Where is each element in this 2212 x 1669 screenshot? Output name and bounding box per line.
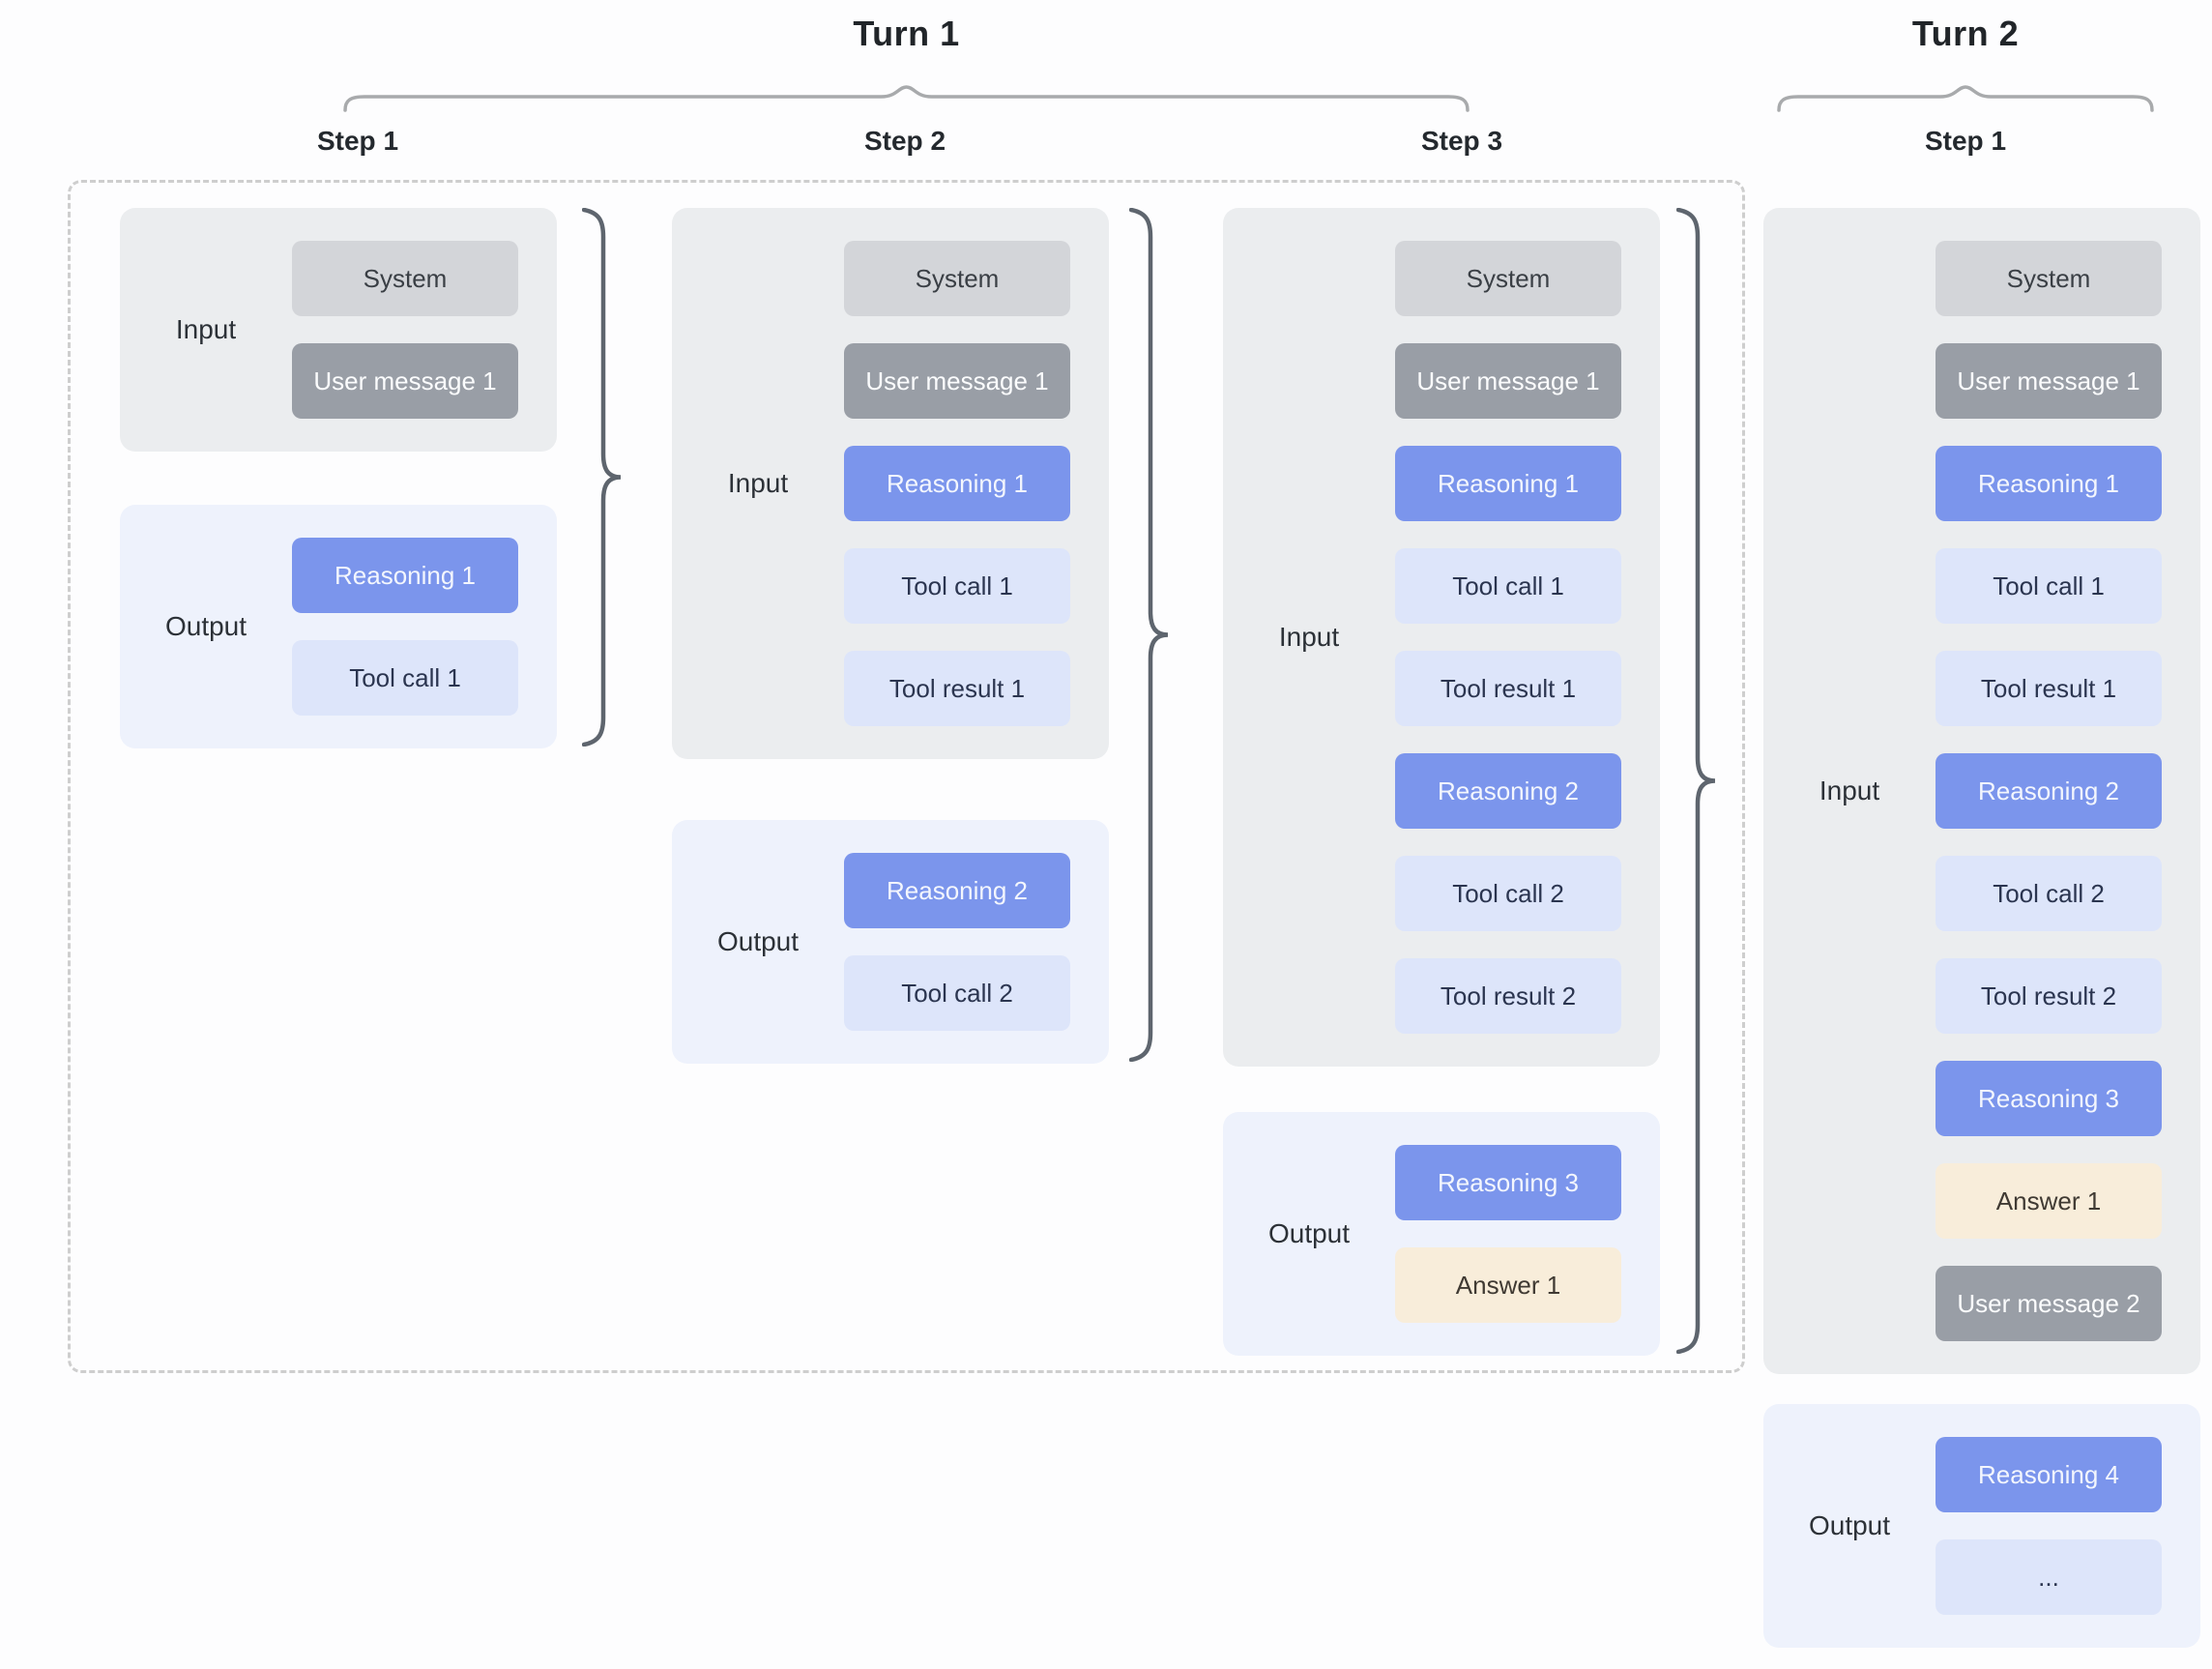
chip-system: System [1936,241,2162,316]
step1-carry-brace-icon [582,208,622,747]
chip-reasoning-1: Reasoning 1 [292,538,518,613]
chip-reasoning-2: Reasoning 2 [1936,753,2162,829]
chip-tool-call-2: Tool call 2 [1395,856,1621,931]
output-label: Output [164,611,247,641]
output-chip-stack: Reasoning 1 Tool call 1 [292,538,518,716]
chip-user-message-2: User message 2 [1936,1266,2162,1341]
turn1-span-brace-icon [343,85,1470,112]
chip-reasoning-2: Reasoning 2 [844,853,1070,928]
step-label: Step 2 [863,126,946,156]
step-label: Step 1 [316,126,399,156]
turn1-boundary [68,180,1745,1373]
chip-tool-call-1: Tool call 1 [844,548,1070,624]
input-label: Input [175,314,237,344]
turn2-span-brace-icon [1777,85,2154,112]
chip-system: System [292,241,518,316]
step-label: Step 3 [1420,126,1503,156]
chip-reasoning-4: Reasoning 4 [1936,1437,2162,1512]
chip-tool-call-1: Tool call 1 [1395,548,1621,624]
turn2-title: Turn 2 [1911,14,2020,53]
step-output-panel: Output Reasoning 1 Tool call 1 [120,505,557,748]
chip-tool-result-1: Tool result 1 [844,651,1070,726]
chip-reasoning-2: Reasoning 2 [1395,753,1621,829]
chip-user-message-1: User message 1 [292,343,518,419]
step3-carry-brace-icon [1676,208,1716,1354]
input-label: Input [1819,776,1880,805]
output-label: Output [716,926,800,956]
chip-user-message-1: User message 1 [844,343,1070,419]
output-label: Output [1267,1218,1351,1248]
chip-user-message-1: User message 1 [1936,343,2162,419]
chip-reasoning-1: Reasoning 1 [1936,446,2162,521]
chip-tool-call-2: Tool call 2 [1936,856,2162,931]
chip-reasoning-3: Reasoning 3 [1395,1145,1621,1220]
output-chip-stack: Reasoning 3 Answer 1 [1395,1145,1621,1323]
input-label: Input [727,468,789,498]
output-chip-stack: Reasoning 4... [1936,1437,2162,1615]
chip-reasoning-3: Reasoning 3 [1936,1061,2162,1136]
chip-reasoning-1: Reasoning 1 [1395,446,1621,521]
chip-tool-result-2: Tool result 2 [1395,958,1621,1034]
output-label: Output [1808,1510,1891,1540]
step-output-panel: Output Reasoning 4... [1763,1404,2200,1648]
chip-tool-call-1: Tool call 1 [292,640,518,716]
chip-system: System [1395,241,1621,316]
chip-answer-1: Answer 1 [1936,1163,2162,1239]
chip-tool-result-1: Tool result 1 [1395,651,1621,726]
step-label: Step 1 [1924,126,2007,156]
step2-carry-brace-icon [1129,208,1169,1062]
chip-system: System [844,241,1070,316]
step-output-panel: Output Reasoning 2 Tool call 2 [672,820,1109,1064]
chip-answer-1: Answer 1 [1395,1247,1621,1323]
chip-tool-result-2: Tool result 2 [1936,958,2162,1034]
step-output-panel: Output Reasoning 3 Answer 1 [1223,1112,1660,1356]
chip-ellipsis: ... [1936,1539,2162,1615]
chip-reasoning-1: Reasoning 1 [844,446,1070,521]
chip-tool-result-1: Tool result 1 [1936,651,2162,726]
input-label: Input [1278,622,1340,652]
chip-user-message-1: User message 1 [1395,343,1621,419]
turn1-title: Turn 1 [853,14,960,53]
chip-tool-call-2: Tool call 2 [844,955,1070,1031]
output-chip-stack: Reasoning 2 Tool call 2 [844,853,1070,1031]
chip-tool-call-1: Tool call 1 [1936,548,2162,624]
